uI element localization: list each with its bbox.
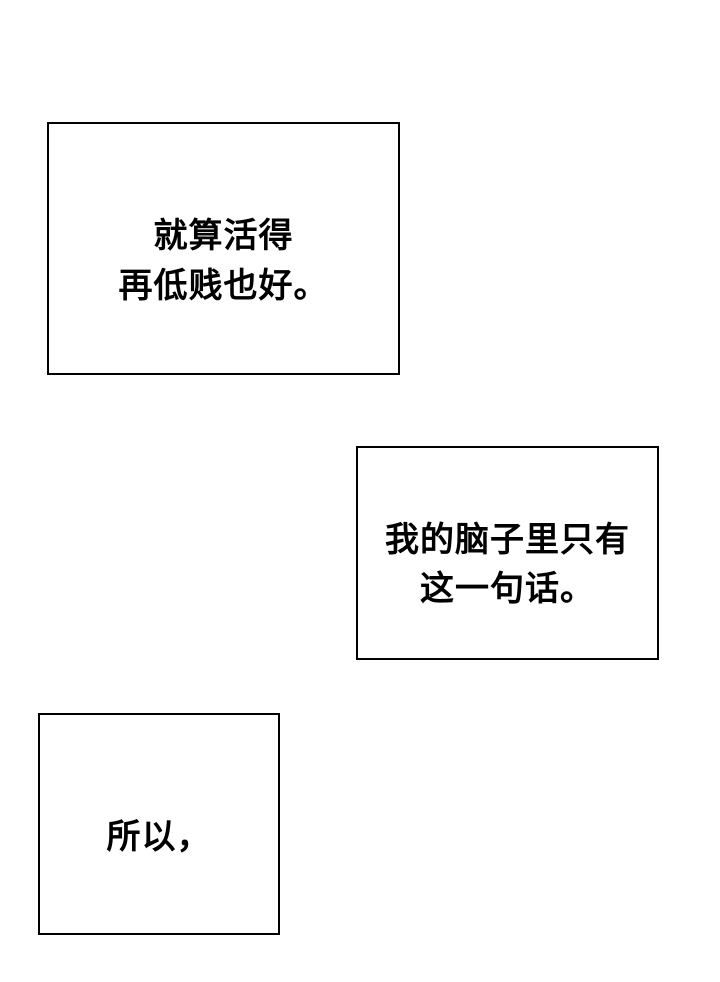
narration-box-3: 所以，	[38, 713, 280, 935]
narration-line: 再低贱也好。	[118, 266, 329, 305]
narration-line: 就算活得	[153, 217, 294, 256]
narration-text-2: 我的脑子里只有 这一句话。	[385, 516, 630, 615]
narration-box-2: 我的脑子里只有 这一句话。	[356, 446, 659, 660]
narration-line: 所以，	[106, 818, 212, 857]
narration-line: 我的脑子里只有	[385, 520, 630, 559]
narration-line: 这一句话。	[420, 570, 595, 608]
narration-box-1: 就算活得 再低贱也好。	[47, 122, 400, 375]
narration-text-1: 就算活得 再低贱也好。	[119, 212, 329, 311]
narration-text-3: 所以，	[107, 813, 212, 862]
